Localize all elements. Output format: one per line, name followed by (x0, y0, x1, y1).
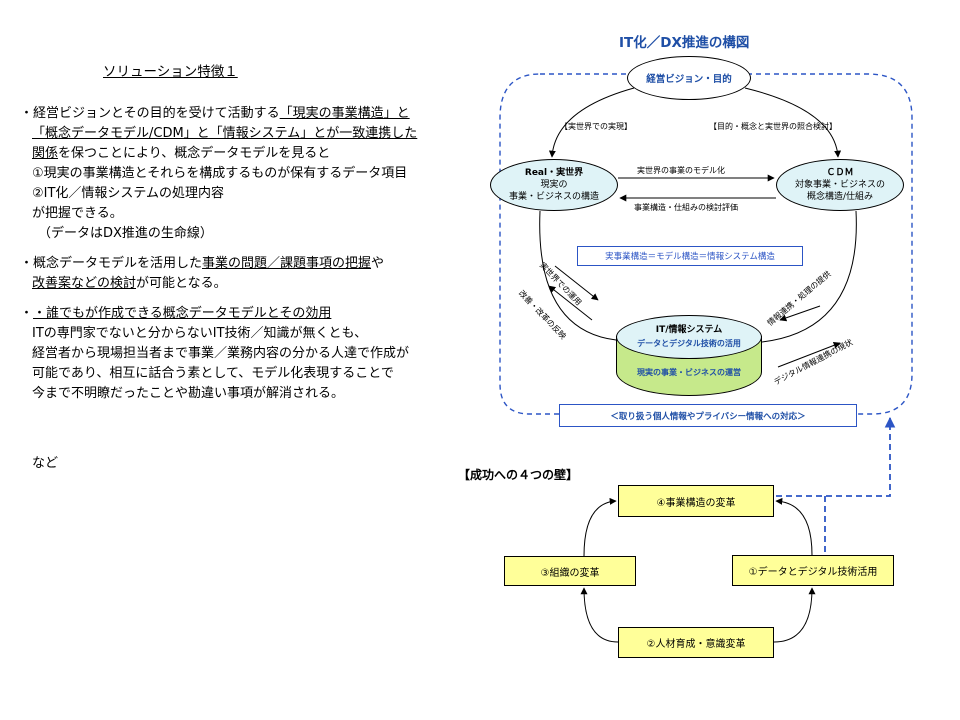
curve-cdm-to-it (761, 210, 857, 343)
diagram-title: IT化／DX推進の構図 (619, 35, 750, 51)
cdm-line-1: 対象事業・ビジネスの (794, 180, 885, 190)
arrow-vision-to-cdm (744, 87, 842, 158)
real-world-node: Real・実世界 現実の 事業・ビジネスの構造 (490, 159, 618, 211)
text-span: や (371, 256, 385, 271)
cdm-node: ＣＤＭ 対象事業・ビジネスの 概念構造/仕組み (776, 159, 904, 211)
bullet-1-line-5: ②IT化／情報システムの処理内容 (32, 186, 225, 201)
curve-real-to-it (539, 210, 617, 341)
wall-3-box: ③組織の変革 (504, 556, 636, 586)
label-shogo-kento: 【目的・概念と実世界の照合検討】 (709, 122, 837, 131)
arrow-w1-to-w4 (775, 497, 813, 556)
it-title: IT/情報システム (655, 325, 723, 335)
it-system-node: IT/情報システム データとデジタル技術の活用 (616, 315, 762, 359)
arrow-w2-to-w1 (773, 587, 816, 643)
bullet-2-line-2: 改善案などの検討が可能となる。 (20, 274, 480, 294)
text-span-underlined: 事業の問題／課題事項の把握 (202, 256, 372, 271)
arrow-kaizen (548, 285, 593, 321)
it-subtitle: データとデジタル技術の活用 (637, 339, 741, 348)
real-title: Real・実世界 (524, 168, 584, 178)
real-line-1: 現実の (540, 180, 568, 190)
model-structure-box: 実事業構造＝モデル構造＝情報システム構造 (577, 246, 803, 266)
wall-1-box: ①データとデジタル技術活用 (732, 555, 894, 586)
text-span: が可能となる。 (136, 276, 227, 291)
bullet-1-line-6: が把握できる。 (32, 206, 123, 221)
wall-2-box: ②人材育成・意識変革 (618, 627, 774, 658)
bullet-1-line-2: 「概念データモデル/CDM」と「情報システム」とが一致連携した (20, 124, 480, 144)
label-jitsusekai-jitsugen: 【実世界での実現】 (560, 122, 632, 131)
text-span: ・ (20, 306, 34, 321)
cdm-line-2: 概念構造/仕組み (806, 192, 874, 202)
text-span-underlined: 「概念データモデル/CDM」と「情報システム」とが一致連携した (32, 126, 418, 141)
bullet-1-line-7: （データはDX推進の生命線） (38, 226, 213, 241)
label-model-ka: 実世界の事業のモデル化 (637, 166, 725, 175)
bullet-3-line-5: 今まで不明瞭だったことや勘違い事項が解消される。 (32, 386, 345, 401)
bullet-3-line-4: 可能であり、相互に話合う素として、モデル化表現することで (32, 366, 394, 381)
bullet-2-line-1: ・概念データモデルを活用した事業の問題／課題事項の把握や (20, 254, 480, 274)
text-span: を保つことにより、概念データモデルを見ると (58, 146, 331, 161)
arrow-teikyo (779, 305, 821, 322)
cdm-title: ＣＤＭ (826, 168, 854, 178)
arrow-w3-to-w4 (583, 497, 617, 557)
bullet-3-line-2: ITの専門家でないと分からないIT技術／知識が無くとも、 (32, 326, 368, 341)
vision-node: 経営ビジョン・目的 (627, 56, 751, 100)
link-walls-to-boundary (776, 416, 896, 497)
etc-text: など (32, 456, 59, 471)
bullet-1-line-3: 関係を保つことにより、概念データモデルを見ると (20, 144, 480, 164)
bullet-1-line-1: ・経営ビジョンとその目的を受けて活動する「現実の事業構造」と (20, 104, 480, 124)
bullet-3-line-3: 経営者から現場担当者まで事業／業務内容の分かる人達で作成が (32, 346, 410, 361)
text-span-underlined: ・誰でもが作成できる概念データモデルとその効用 (33, 306, 332, 321)
arrow-unyo (554, 265, 599, 301)
dx-boundary (499, 73, 913, 415)
bullet-3-line-1: ・・誰でもが作成できる概念データモデルとその効用 (20, 304, 480, 324)
text-span-underlined: 改善案などの検討 (32, 276, 137, 291)
text-span-underlined: 「現実の事業構造」と (279, 106, 410, 121)
feature-text: ・経営ビジョンとその目的を受けて活動する「現実の事業構造」と 「概念データモデル… (20, 104, 480, 404)
label-kento-hyoka: 事業構造・仕組みの検討評価 (634, 203, 738, 212)
walls-title: 【成功への４つの壁】 (458, 468, 579, 482)
slide-title: ソリューション特徴１ (103, 64, 238, 80)
text-span-underlined: 関係 (32, 146, 59, 161)
real-line-2: 事業・ビジネスの構造 (508, 192, 599, 202)
arrow-w2-to-w3 (580, 587, 619, 643)
text-span: ・経営ビジョンとその目的を受けて活動する (20, 106, 280, 121)
text-span: ・概念データモデルを活用した (20, 256, 203, 271)
wall-4-box: ④事業構造の変革 (618, 485, 774, 517)
privacy-box: ＜取り扱う個人情報やプライバシー情報への対応＞ (559, 404, 857, 427)
arrow-vision-to-real (548, 87, 635, 158)
arrow-genjo (777, 342, 841, 368)
bullet-1-line-4: ①現実の事業構造とそれらを構成するものが保有するデータ項目 (32, 166, 408, 181)
